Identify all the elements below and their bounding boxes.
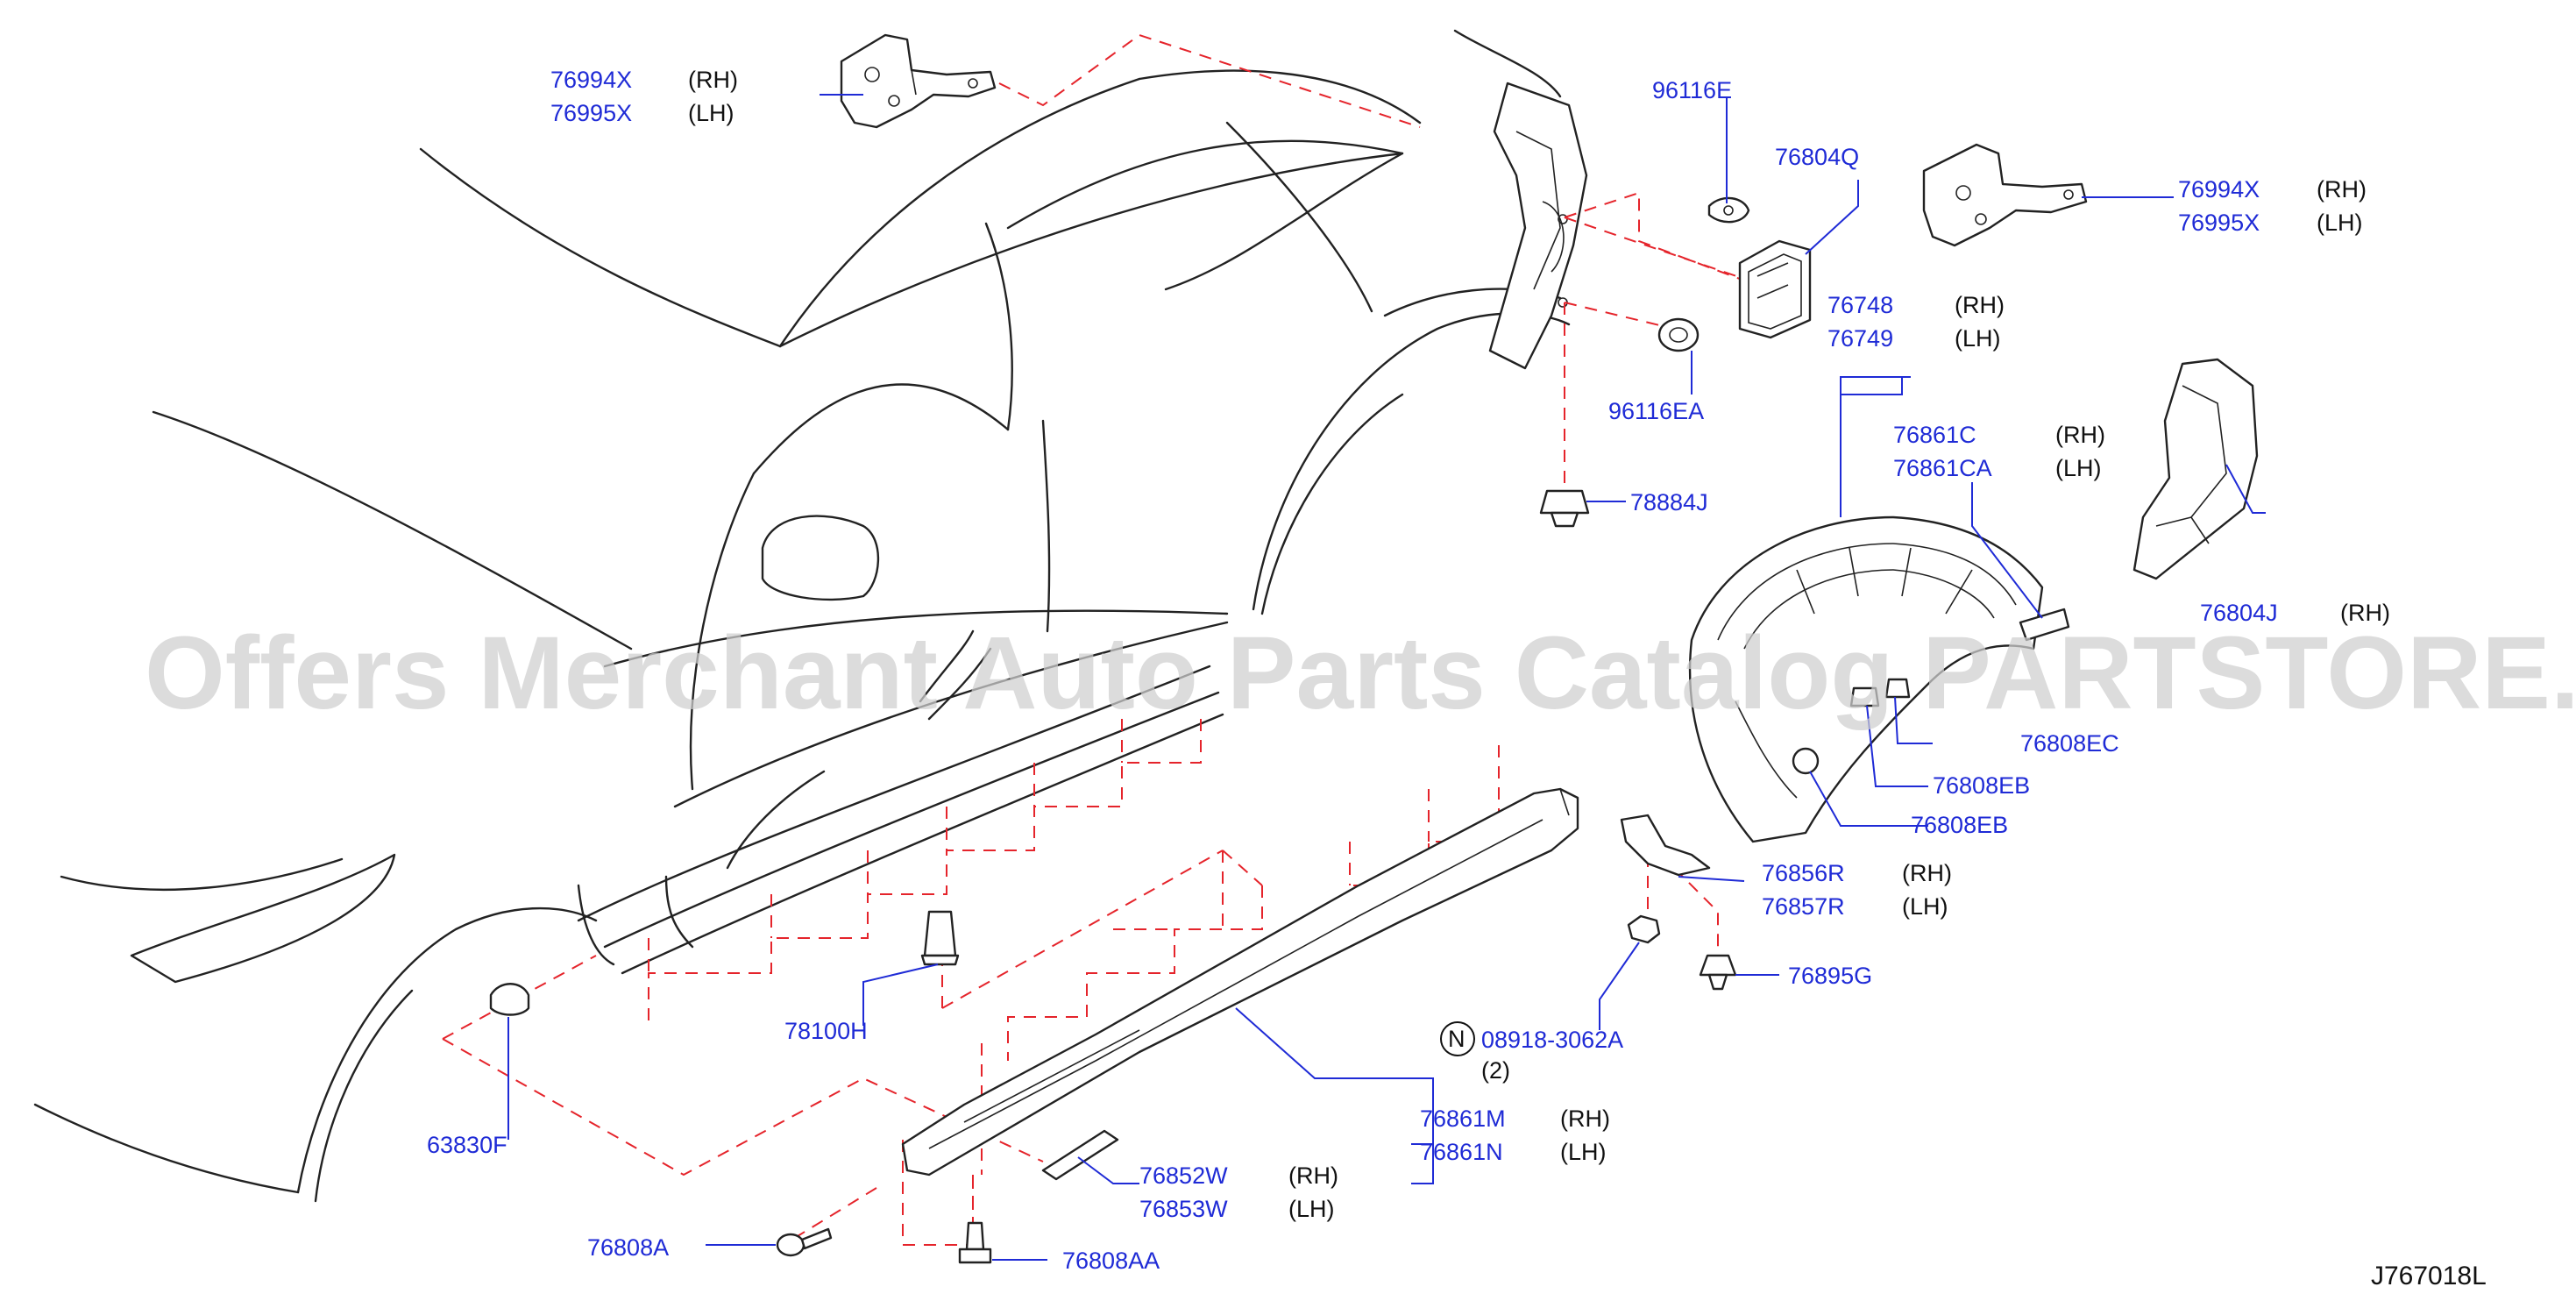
bracket-right[interactable]: [1922, 143, 2088, 247]
part-number-76808EB-1[interactable]: 76808EB: [1933, 772, 2030, 799]
part-number-76808AA[interactable]: 76808AA: [1062, 1248, 1160, 1274]
screw-76808A[interactable]: [776, 1227, 833, 1257]
part-number-76995X-top[interactable]: 76995X: [550, 100, 632, 126]
part-number-76856R[interactable]: 76856R: [1762, 860, 1845, 886]
side-lh: (LH): [1955, 325, 2001, 352]
part-number-76804J[interactable]: 76804J: [2200, 600, 2278, 626]
strip-76852W[interactable]: [1041, 1129, 1119, 1181]
side-rh: (RH): [1902, 860, 1952, 886]
part-number-76857R[interactable]: 76857R: [1762, 893, 1845, 920]
clip-78884J[interactable]: [1539, 489, 1590, 528]
part-number-76994X-right[interactable]: 76994X: [2178, 176, 2260, 203]
part-number-76748[interactable]: 76748: [1827, 292, 1893, 318]
part-number-76749[interactable]: 76749: [1827, 325, 1893, 352]
part-number-76994X-top[interactable]: 76994X: [550, 67, 632, 93]
part-number-76995X-right[interactable]: 76995X: [2178, 210, 2260, 236]
part-number-76861C[interactable]: 76861C: [1893, 422, 1976, 448]
fastener-76808EC[interactable]: [1884, 678, 1911, 699]
side-rh: (RH): [688, 67, 738, 93]
part-number-08918-3062A[interactable]: 08918-3062A: [1481, 1027, 1623, 1053]
side-rh: (RH): [2317, 176, 2367, 203]
nut-08918-3062A[interactable]: [1627, 914, 1661, 944]
clip-78100H[interactable]: [920, 910, 960, 966]
clip-96116E[interactable]: [1707, 196, 1750, 224]
bracket-76856R[interactable]: [1620, 814, 1711, 877]
side-rh: (RH): [1560, 1105, 1610, 1132]
part-number-63830F[interactable]: 63830F: [427, 1132, 507, 1158]
part-number-76808EC[interactable]: 76808EC: [2020, 730, 2119, 757]
part-number-76804Q[interactable]: 76804Q: [1775, 144, 1859, 170]
part-number-76861CA[interactable]: 76861CA: [1893, 455, 1992, 481]
side-rh: (RH): [2055, 422, 2105, 448]
clip-76861C[interactable]: [2019, 608, 2070, 642]
side-rh: (RH): [2340, 600, 2390, 626]
side-lh: (LH): [2055, 455, 2102, 481]
part-number-78884J[interactable]: 78884J: [1630, 489, 1708, 515]
diagram-code: J767018L: [2371, 1262, 2487, 1290]
duct-76804Q[interactable]: [1738, 239, 1812, 339]
note-circle-icon: [1440, 1021, 1475, 1056]
bolt-76808AA[interactable]: [958, 1221, 992, 1264]
side-lh: (LH): [1288, 1196, 1335, 1222]
side-lh: (LH): [1560, 1139, 1607, 1165]
watermark: Offers Merchant Auto Parts Catalog PARTS…: [145, 615, 2576, 731]
part-labels: 76994X (RH) 76995X (LH) 96116E 76804Q 76…: [427, 67, 2487, 1290]
part-number-76852W[interactable]: 76852W: [1139, 1162, 1228, 1189]
part-number-96116E[interactable]: 96116E: [1652, 77, 1732, 103]
part-number-76861M[interactable]: 76861M: [1420, 1105, 1506, 1132]
clip-76895G[interactable]: [1699, 954, 1737, 991]
wheel-liner-76748[interactable]: [1688, 515, 2044, 843]
grommet-63830F[interactable]: [489, 983, 530, 1016]
side-rh: (RH): [1955, 292, 2005, 318]
fastener-76808EB-2[interactable]: [1792, 747, 1820, 775]
grommet-96116EA[interactable]: [1657, 317, 1700, 352]
part-number-76861N[interactable]: 76861N: [1420, 1139, 1503, 1165]
side-lh: (LH): [2317, 210, 2363, 236]
car-body-outline: [33, 29, 1571, 1203]
panel-76804J[interactable]: [2132, 358, 2259, 580]
part-number-76808EB-2[interactable]: 76808EB: [1911, 812, 2008, 838]
rear-inner-panel: [1488, 82, 1588, 370]
part-number-78100H[interactable]: 78100H: [784, 1018, 868, 1044]
part-number-96116EA[interactable]: 96116EA: [1608, 398, 1704, 424]
side-lh: (LH): [1902, 893, 1948, 920]
part-number-76895G[interactable]: 76895G: [1788, 963, 1872, 989]
leader-lines: [507, 94, 2266, 1261]
bracket-top[interactable]: [840, 33, 997, 129]
side-rh: (RH): [1288, 1162, 1338, 1189]
fastener-76808EB-1[interactable]: [1849, 686, 1880, 707]
part-number-76853W[interactable]: 76853W: [1139, 1196, 1228, 1222]
sill-molding-76861M[interactable]: [901, 787, 1579, 1177]
part-number-76808A[interactable]: 76808A: [587, 1234, 669, 1261]
side-lh: (LH): [688, 100, 734, 126]
quantity: (2): [1481, 1057, 1510, 1084]
note-marker: N: [1448, 1026, 1465, 1052]
